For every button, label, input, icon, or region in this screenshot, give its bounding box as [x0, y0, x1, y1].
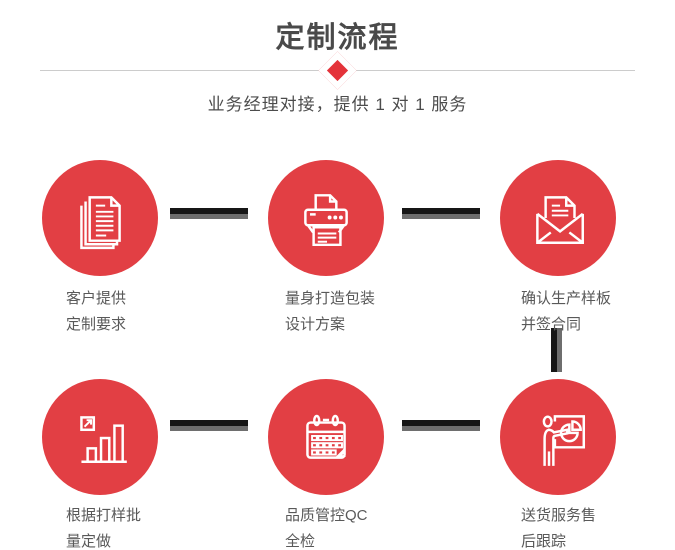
step-6-label: 送货服务售 后跟踪 [521, 503, 596, 550]
step-4-label-line2: 量定做 [66, 533, 112, 550]
connector-step3-step6 [551, 328, 562, 372]
step-4-label: 根据打样批 量定做 [66, 503, 141, 550]
connector-step4-step5 [170, 420, 248, 431]
step-1-label-line2: 定制要求 [66, 316, 127, 333]
step-1-circle [42, 160, 158, 276]
connector-step5-step6 [402, 420, 480, 431]
bar-chart-icon [80, 416, 127, 463]
step-2-circle [268, 160, 384, 276]
step-3-circle [500, 160, 616, 276]
page-title: 定制流程 [275, 22, 400, 54]
step-1-label-line1: 客户提供 [66, 290, 127, 307]
step-3-label-line2: 并签合同 [521, 316, 582, 333]
step-5-label-line2: 全检 [285, 533, 316, 550]
step-5-label-line1: 品质管控QC [285, 507, 368, 524]
documents-icon [80, 196, 121, 250]
step-5-label: 品质管控QC 全检 [285, 503, 368, 550]
step-1-label: 客户提供 定制要求 [66, 286, 126, 338]
connector-step2-step3 [402, 208, 480, 219]
printer-icon [304, 194, 348, 247]
section-subtitle: 业务经理对接，提供 1 对 1 服务 [207, 95, 468, 114]
step-2-label-line2: 设计方案 [285, 316, 346, 333]
step-5-circle [268, 379, 384, 495]
presentation-icon [542, 415, 586, 466]
step-3-label-line1: 确认生产样板 [521, 290, 612, 307]
step-4-circle [42, 379, 158, 495]
envelope-icon [536, 196, 584, 244]
step-4-label-line1: 根据打样批 [66, 507, 142, 524]
step-2-label-line1: 量身打造包装 [285, 290, 376, 307]
diamond-icon [318, 51, 357, 90]
step-6-label-line1: 送货服务售 [521, 507, 597, 524]
step-6-label-line2: 后跟踪 [521, 533, 567, 550]
step-6-circle [500, 379, 616, 495]
connector-step1-step2 [170, 208, 248, 219]
calendar-icon [306, 414, 346, 459]
step-2-label: 量身打造包装 设计方案 [285, 286, 375, 338]
step-3-label: 确认生产样板 并签合同 [521, 286, 611, 338]
